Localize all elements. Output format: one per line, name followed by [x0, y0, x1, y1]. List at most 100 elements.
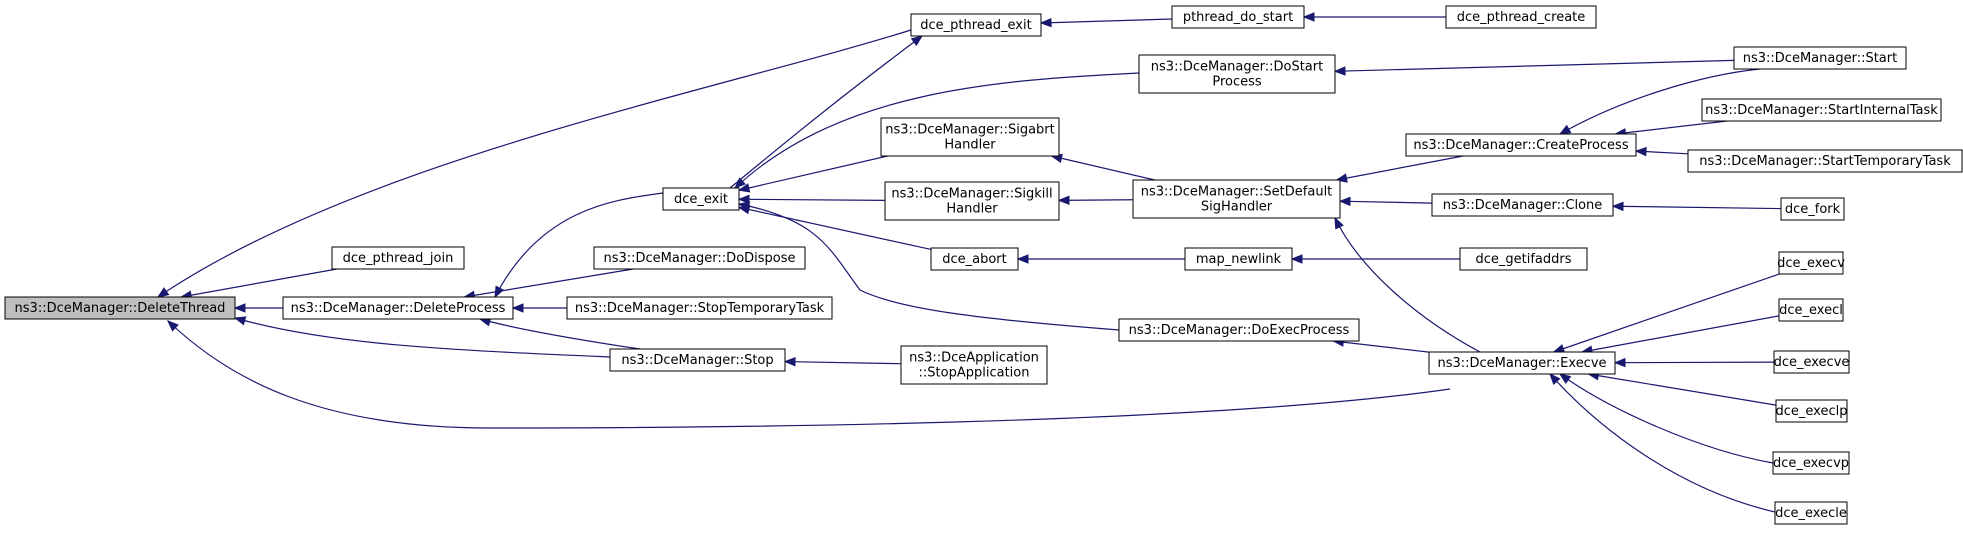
- edge-n10-to-n9: [1302, 12, 1446, 22]
- graph-node[interactable]: dce_execl: [1778, 298, 1844, 322]
- node-box: [930, 247, 1019, 271]
- graph-node[interactable]: pthread_do_start: [1171, 5, 1305, 29]
- edge-n1-to-n0: [233, 303, 283, 313]
- graph-node[interactable]: map_newlink: [1184, 247, 1293, 271]
- node-label: dce_pthread_create: [1457, 10, 1586, 25]
- node-box: [662, 187, 740, 211]
- edge-n9-to-n3: [1039, 17, 1173, 28]
- graph-node[interactable]: dce_fork: [1780, 197, 1845, 221]
- graph-node[interactable]: ns3::DceManager::DoDispose: [593, 246, 806, 270]
- arrowhead-icon: [1334, 216, 1344, 230]
- node-label: pthread_do_start: [1183, 10, 1293, 25]
- node-label: ns3::DceManager::DoExecProcess: [1129, 323, 1350, 338]
- node-label: dce_execvp: [1773, 456, 1849, 471]
- graph-node[interactable]: ns3::DceManager::Execve: [1428, 351, 1616, 375]
- graph-node[interactable]: ns3::DceManager::Stop: [609, 348, 786, 372]
- graph-node[interactable]: dce_getifaddrs: [1459, 247, 1588, 271]
- node-box: [1775, 399, 1848, 423]
- edge-n3-to-n0: [156, 29, 912, 298]
- node-box: [1431, 193, 1614, 217]
- arrowhead-icon: [1039, 17, 1052, 28]
- edge-n14-to-n6: [737, 194, 886, 205]
- edge-n13-to-n6: [737, 155, 888, 193]
- arrowhead-icon: [737, 201, 751, 211]
- node-label: ns3::DceManager::Stop: [621, 353, 773, 368]
- node-box: [1778, 298, 1844, 322]
- node-label: ::StopApplication: [919, 366, 1030, 381]
- edge-n11-to-n6: [734, 72, 1140, 189]
- node-box: [1772, 451, 1850, 475]
- node-box: [1774, 501, 1848, 525]
- graph-node[interactable]: dce_execle: [1774, 501, 1848, 525]
- graph-node[interactable]: ns3::DceManager::Start: [1733, 46, 1907, 70]
- graph-node[interactable]: dce_pthread_exit: [910, 13, 1042, 37]
- edge-n5-to-n0: [167, 320, 1451, 429]
- node-box: [880, 117, 1060, 157]
- edge-n15-to-n14: [1057, 195, 1134, 206]
- graph-node[interactable]: dce_abort: [930, 247, 1019, 271]
- arrowhead-icon: [1558, 124, 1572, 135]
- node-label: ns3::DceManager::StartInternalTask: [1705, 103, 1938, 118]
- node-label: ns3::DceManager::DoDispose: [603, 251, 795, 266]
- edge-n26-to-n5: [1552, 273, 1780, 354]
- edge-n18-to-n16: [1634, 146, 1689, 157]
- edge-n29-to-n5: [1587, 371, 1777, 406]
- node-label: ns3::DceManager::Clone: [1443, 198, 1603, 213]
- root-node[interactable]: ns3::DceManager::DeleteThread: [4, 296, 236, 320]
- node-box: [566, 296, 833, 320]
- edge-n6-to-n1: [494, 192, 664, 299]
- edge-n12-to-n11: [1333, 59, 1735, 76]
- graph-node[interactable]: ns3::DceManager::CreateProcess: [1405, 133, 1637, 157]
- node-label: ns3::DceManager::CreateProcess: [1413, 138, 1628, 153]
- node-label: dce_exit: [674, 192, 728, 207]
- node-box: [1118, 318, 1360, 342]
- graph-node[interactable]: dce_execv: [1777, 251, 1845, 275]
- graph-node[interactable]: ns3::DceManager::DeleteProcess: [282, 296, 514, 320]
- node-label: ns3::DceManager::Start: [1743, 51, 1897, 66]
- edge-n19-to-n15: [1338, 196, 1433, 207]
- graph-node[interactable]: dce_exit: [662, 187, 740, 211]
- node-label: dce_abort: [942, 252, 1007, 267]
- node-label: ns3::DceApplication: [909, 351, 1039, 366]
- arrowhead-icon: [1611, 201, 1624, 212]
- node-box: [593, 246, 806, 270]
- graph-node[interactable]: dce_execlp: [1775, 399, 1848, 423]
- edge-n25-to-n4: [783, 357, 902, 367]
- arrowhead-icon: [511, 303, 524, 313]
- edge-n31-to-n5: [1549, 372, 1776, 513]
- node-label: map_newlink: [1196, 252, 1282, 267]
- edge-n4-to-n0: [233, 316, 611, 358]
- graph-node[interactable]: dce_execve: [1773, 350, 1850, 374]
- node-label: dce_pthread_join: [343, 251, 454, 266]
- node-label: ns3::DceManager::SetDefault: [1141, 185, 1333, 200]
- arrowhead-icon: [233, 316, 247, 326]
- edge-n7-to-n1: [463, 268, 634, 300]
- graph-node[interactable]: ns3::DceManager::StopTemporaryTask: [566, 296, 833, 320]
- arrowhead-icon: [737, 194, 750, 205]
- arrowhead-icon: [783, 357, 796, 367]
- graph-node[interactable]: ns3::DceManager::DoExecProcess: [1118, 318, 1360, 342]
- node-box: [331, 246, 465, 270]
- arrowhead-icon: [1634, 146, 1647, 157]
- node-label: ns3::DceManager::StartTemporaryTask: [1699, 154, 1951, 169]
- arrowhead-icon: [737, 183, 751, 193]
- graph-node[interactable]: dce_execvp: [1772, 451, 1850, 475]
- node-box: [900, 345, 1048, 385]
- graph-node[interactable]: ns3::DceManager::StartTemporaryTask: [1687, 149, 1963, 173]
- arrowhead-icon: [1613, 357, 1626, 368]
- graph-node[interactable]: ns3::DceApplication::StopApplication: [900, 345, 1048, 385]
- edge-n20-to-n19: [1611, 201, 1782, 212]
- arrowhead-icon: [1290, 254, 1303, 264]
- graph-node[interactable]: ns3::DceManager::StartInternalTask: [1701, 98, 1942, 122]
- graph-node[interactable]: dce_pthread_join: [331, 246, 465, 270]
- node-label: dce_execv: [1777, 256, 1845, 271]
- arrowhead-icon: [156, 287, 170, 298]
- graph-node[interactable]: ns3::DceManager::Clone: [1431, 193, 1614, 217]
- arrowhead-icon: [1057, 195, 1070, 206]
- graph-node[interactable]: dce_pthread_create: [1445, 5, 1597, 29]
